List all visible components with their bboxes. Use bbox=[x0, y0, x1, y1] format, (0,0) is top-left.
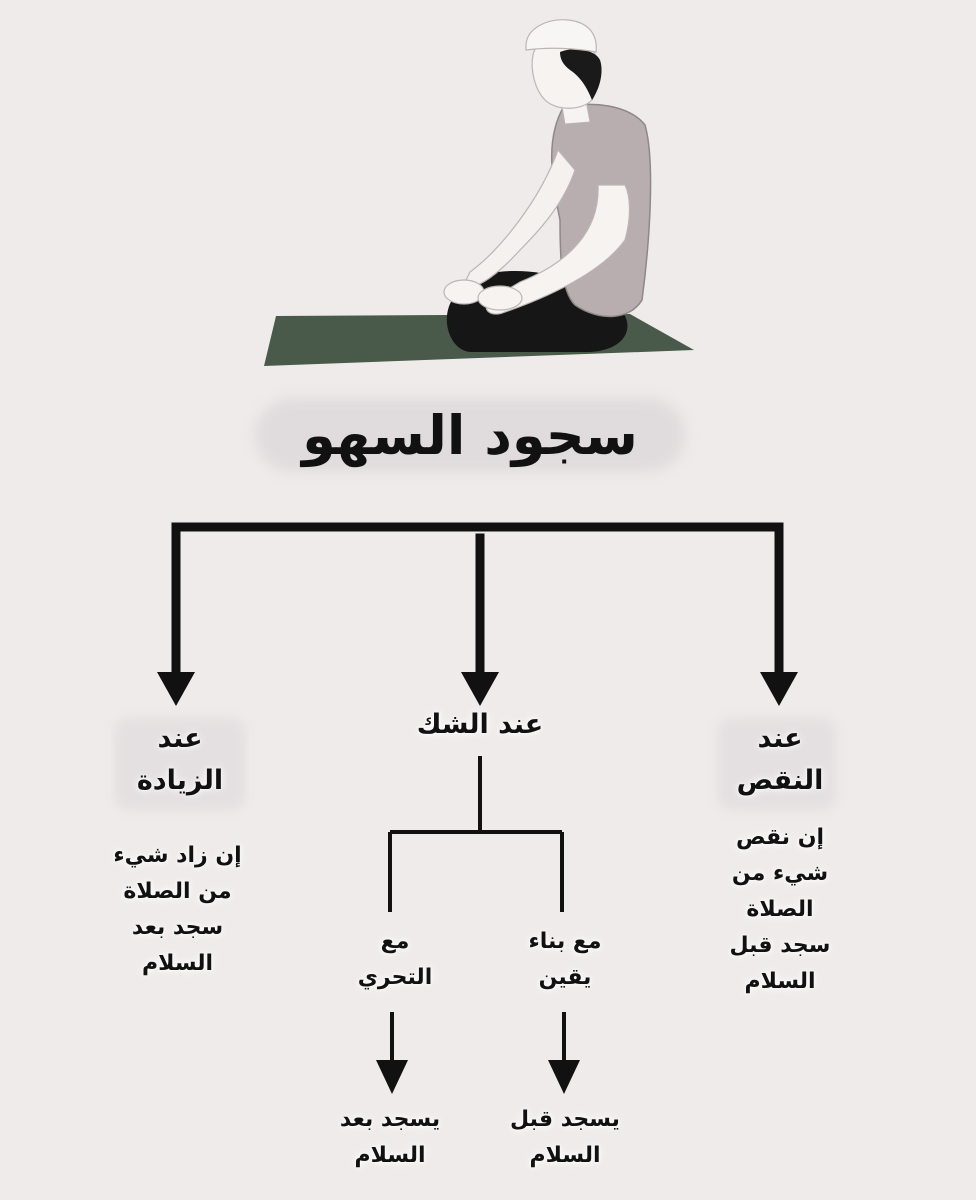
diagram-title: سجود السهو bbox=[302, 404, 638, 467]
praying-person-illustration bbox=[264, 19, 694, 366]
arrowheads-sub bbox=[376, 1060, 580, 1094]
taharri-label: مع التحري bbox=[357, 929, 433, 990]
connector-lines bbox=[171, 522, 784, 681]
arrowheads-main bbox=[157, 672, 798, 706]
arrowhead-right bbox=[760, 672, 798, 706]
naqs-heading: عند النقص bbox=[736, 723, 824, 796]
naqs-rule: إن نقص شيء من الصلاة سجد قبل السلام bbox=[729, 825, 831, 994]
arrowhead-left bbox=[157, 672, 195, 706]
person-hand-right bbox=[477, 285, 523, 311]
person-hair bbox=[560, 49, 602, 100]
ziyada-heading-bg bbox=[115, 718, 245, 810]
shakk-heading: عند الشك bbox=[416, 709, 544, 740]
arrowhead-yaqin bbox=[548, 1060, 580, 1094]
arrowhead-center bbox=[461, 672, 499, 706]
person-arm-front bbox=[485, 184, 631, 315]
doubt-subtree-lines bbox=[388, 756, 566, 1064]
yaqin-result: يسجد قبل السلام bbox=[510, 1107, 620, 1168]
naqs-heading-bg bbox=[718, 718, 836, 810]
taharri-result: يسجد بعد السلام bbox=[339, 1107, 441, 1168]
title-highlight bbox=[255, 398, 685, 472]
yaqin-label: مع بناء يقين bbox=[528, 929, 602, 990]
prayer-cap bbox=[525, 19, 597, 53]
ziyada-heading: عند الزيادة bbox=[136, 723, 224, 796]
ziyada-rule: إن زاد شيء من الصلاة سجد بعد السلام bbox=[113, 843, 242, 976]
arrowhead-taharri bbox=[376, 1060, 408, 1094]
